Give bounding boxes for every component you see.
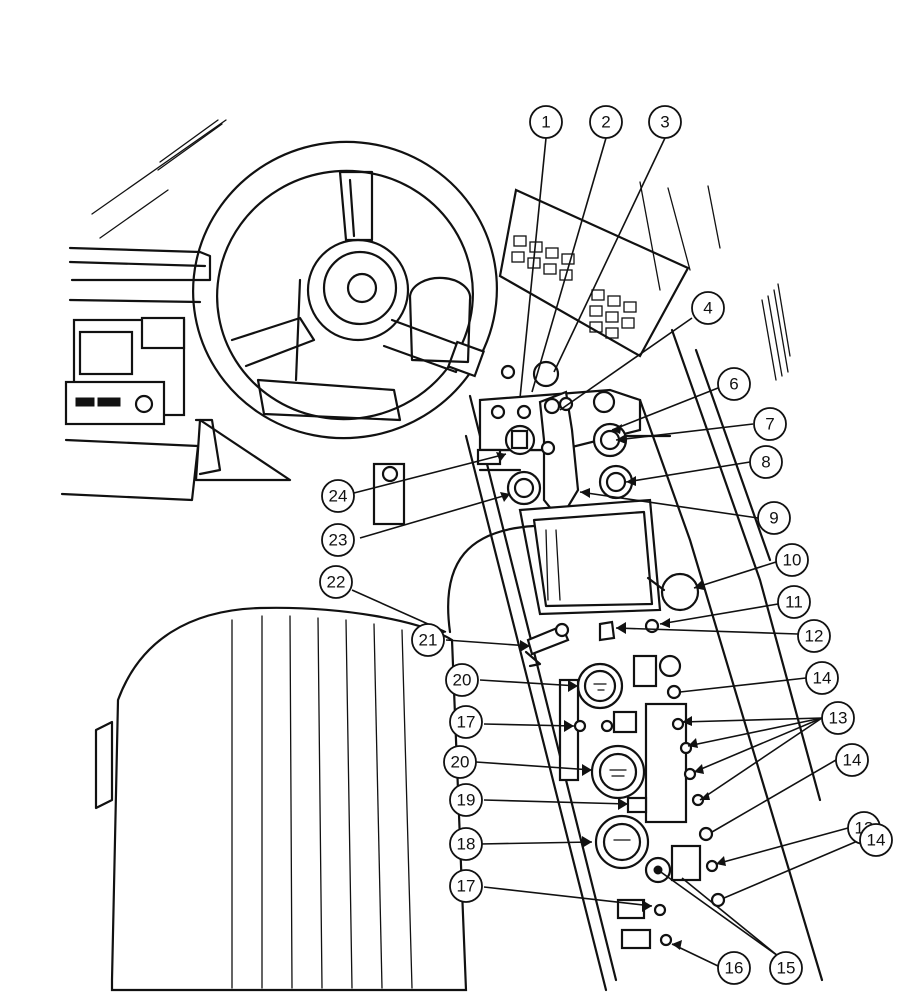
callout-label: 3 [660, 113, 669, 132]
console-structure [447, 181, 824, 992]
callout-21: 21 [411, 623, 445, 657]
leader-lines [349, 137, 861, 967]
callout-label: 13 [829, 709, 848, 728]
callout-24: 24 [321, 479, 355, 513]
callout-10: 10 [775, 543, 809, 577]
callout-label: 1 [541, 113, 550, 132]
callout-label: 7 [765, 415, 774, 434]
callout-label: 11 [785, 593, 803, 612]
callout-14-upper: 14 [805, 661, 839, 695]
steering-wheel [192, 140, 498, 482]
callout-label: 2 [601, 113, 610, 132]
callout-22: 22 [319, 565, 353, 599]
callout-12: 12 [797, 619, 831, 653]
callout-19: 19 [449, 783, 483, 817]
callout-label: 18 [457, 835, 476, 854]
callout-18: 18 [449, 827, 483, 861]
callout-14-middle: 14 [835, 743, 869, 777]
callout-label: 9 [769, 509, 778, 528]
callout-16: 16 [717, 951, 751, 985]
callout-4: 4 [691, 291, 725, 325]
callout-15: 15 [769, 951, 803, 985]
callout-3: 3 [648, 105, 682, 139]
callout-13-upper: 13 [821, 701, 855, 735]
callout-label: 14 [843, 751, 862, 770]
callout-label: 12 [805, 627, 824, 646]
operator-seat [94, 462, 468, 992]
callout-20-lower: 20 [443, 745, 477, 779]
callout-label: 24 [329, 487, 348, 506]
callout-17-upper: 17 [449, 705, 483, 739]
callout-label: 23 [329, 531, 348, 550]
callout-label: 14 [867, 831, 886, 850]
callout-9: 9 [757, 501, 791, 535]
callout-label: 4 [703, 299, 712, 318]
callout-label: 15 [777, 959, 796, 978]
callout-1: 1 [529, 105, 563, 139]
background-hatching [91, 119, 791, 381]
callout-7: 7 [753, 407, 787, 441]
callout-label: 6 [729, 375, 738, 394]
callout-label: 8 [761, 453, 770, 472]
callout-label: 20 [451, 753, 470, 772]
callout-23: 23 [321, 523, 355, 557]
callout-label: 10 [783, 551, 802, 570]
callout-label: 20 [453, 671, 472, 690]
callout-label: 14 [813, 669, 832, 688]
callout-label: 17 [457, 713, 476, 732]
callout-label: 21 [419, 631, 438, 650]
left-dashboard [60, 246, 222, 502]
callout-label: 19 [457, 791, 476, 810]
callout-14-lower: 14 [859, 823, 893, 857]
callout-label: 22 [327, 573, 346, 592]
callout-8: 8 [749, 445, 783, 479]
callout-label: 17 [457, 877, 476, 896]
callout-label: 16 [725, 959, 744, 978]
callout-11: 11 [777, 585, 811, 619]
callout-6: 6 [717, 367, 751, 401]
callout-2: 2 [589, 105, 623, 139]
callout-17-lower: 17 [449, 869, 483, 903]
callout-20-upper: 20 [445, 663, 479, 697]
